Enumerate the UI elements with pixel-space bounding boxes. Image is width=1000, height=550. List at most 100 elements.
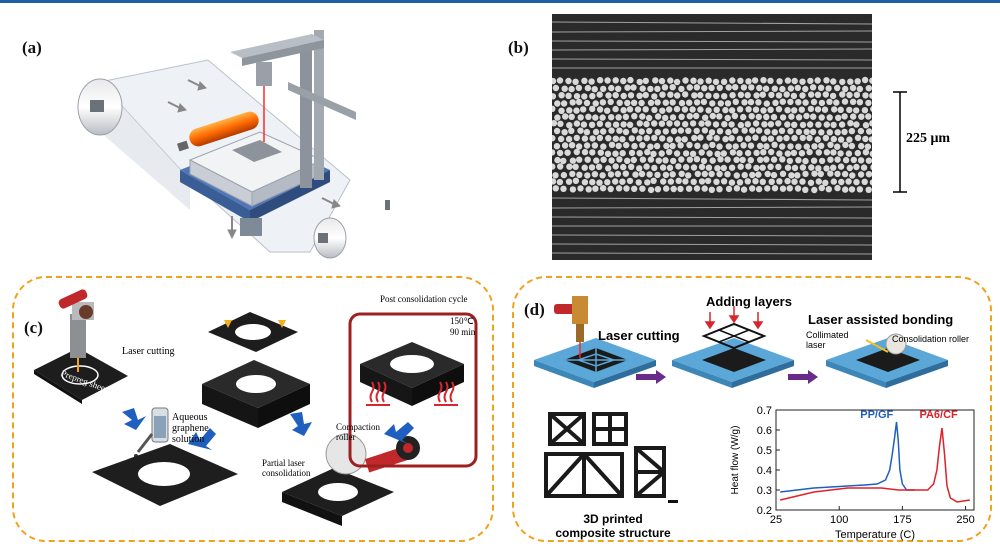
- fiber: [720, 78, 728, 86]
- c-aqueous-line2: graphene: [172, 423, 209, 434]
- fiber: [634, 106, 642, 113]
- fiber: [845, 178, 852, 185]
- fiber: [857, 127, 865, 135]
- fiber: [632, 171, 639, 178]
- fiber: [747, 98, 755, 106]
- fiber: [678, 170, 685, 177]
- fiber: [608, 157, 615, 164]
- d-consolidation-roller: Consolidation roller: [892, 334, 970, 344]
- fiber: [704, 177, 712, 185]
- fiber: [776, 178, 783, 185]
- fiber: [669, 84, 676, 91]
- fiber: [659, 164, 667, 171]
- fiber: [839, 78, 846, 86]
- fiber: [798, 106, 805, 113]
- y-tick-label: 0.3: [757, 485, 772, 497]
- compaction-roller: [282, 433, 420, 526]
- fiber: [729, 77, 736, 84]
- fiber: [753, 149, 760, 157]
- fiber: [566, 122, 573, 129]
- fiber: [572, 78, 579, 86]
- fiber: [847, 120, 854, 127]
- fiber: [626, 121, 634, 128]
- fiber: [639, 113, 646, 120]
- fiber: [736, 135, 743, 142]
- fiber: [643, 120, 650, 128]
- fiber: [732, 98, 739, 106]
- fiber: [818, 99, 826, 107]
- fiber: [759, 91, 766, 98]
- fiber: [560, 157, 567, 165]
- fiber: [791, 134, 798, 142]
- fiber: [733, 156, 740, 163]
- fiber: [597, 149, 604, 156]
- fiber: [776, 78, 783, 85]
- fiber: [802, 170, 809, 178]
- fiber: [776, 135, 783, 142]
- fiber: [791, 178, 798, 185]
- fiber: [714, 150, 721, 158]
- fiber: [686, 99, 693, 106]
- fiber: [693, 84, 701, 91]
- fiber: [811, 186, 818, 194]
- fiber: [807, 179, 815, 186]
- fiber: [607, 185, 614, 193]
- post-consolidation-frame: [348, 312, 478, 468]
- fiber: [693, 112, 700, 120]
- fiber: [620, 163, 627, 171]
- fiber: [854, 78, 861, 85]
- fiber: [733, 172, 740, 179]
- y-tick-label: 0.6: [757, 425, 772, 437]
- fiber: [600, 85, 607, 93]
- fiber: [823, 165, 830, 172]
- fiber: [589, 135, 596, 142]
- fiber: [685, 185, 693, 192]
- fiber: [581, 179, 589, 186]
- d-laser-cutting: Laser cutting: [598, 328, 680, 343]
- fiber: [865, 85, 872, 92]
- fiber: [814, 106, 822, 113]
- fiber: [729, 92, 736, 99]
- d-collimated-line2: laser: [806, 340, 826, 350]
- fiber: [737, 77, 744, 84]
- fiber: [740, 113, 747, 121]
- fiber: [721, 121, 728, 128]
- fiber: [573, 148, 580, 156]
- fiber: [748, 113, 755, 120]
- fiber: [826, 98, 833, 106]
- fiber: [697, 134, 704, 141]
- fiber: [682, 77, 689, 84]
- fiber: [731, 112, 739, 120]
- printed-structure-photo: [540, 408, 688, 508]
- take-up-roll: [313, 200, 390, 259]
- fiber: [808, 164, 815, 171]
- fiber: [589, 178, 596, 186]
- fiber: [647, 99, 655, 107]
- fiber: [588, 164, 596, 171]
- fiber: [561, 85, 568, 92]
- fiber: [552, 120, 558, 127]
- fiber: [861, 107, 869, 114]
- fiber: [562, 113, 569, 120]
- fiber: [834, 184, 841, 192]
- y-tick-label: 0.7: [757, 405, 772, 417]
- fiber: [706, 134, 713, 141]
- fiber: [584, 156, 591, 163]
- x-tick-label: 100: [830, 514, 848, 526]
- fiber: [749, 185, 756, 192]
- fiber: [667, 91, 674, 98]
- fiber: [791, 107, 798, 114]
- fiber: [673, 105, 681, 113]
- fiber: [622, 113, 630, 121]
- fiber: [636, 165, 643, 172]
- fiber: [573, 107, 580, 114]
- fiber: [848, 142, 856, 150]
- fiber: [760, 149, 767, 156]
- fiber: [815, 121, 822, 128]
- fiber: [784, 164, 792, 171]
- fiber: [869, 120, 872, 127]
- fiber: [600, 128, 607, 135]
- fiber: [653, 142, 661, 150]
- fiber: [809, 84, 817, 91]
- fiber: [591, 86, 598, 93]
